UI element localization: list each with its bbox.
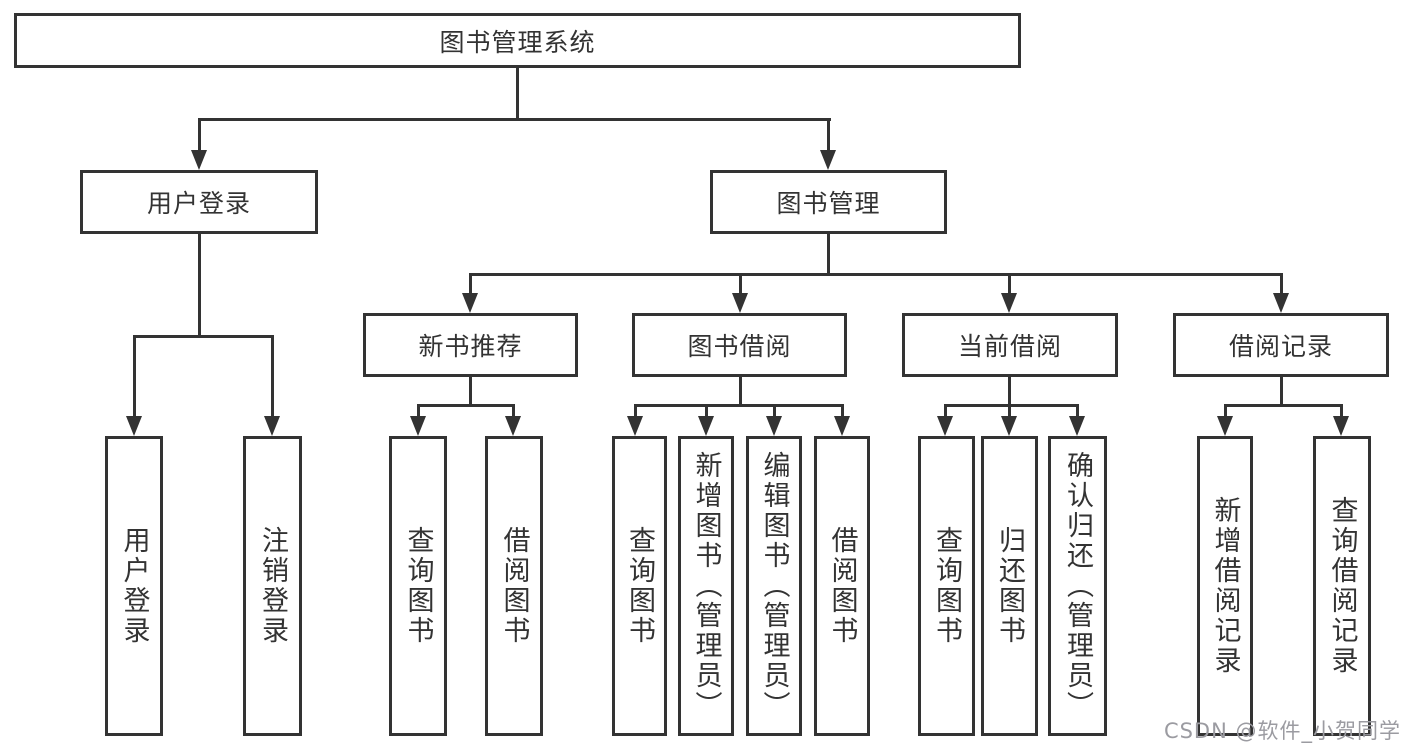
connector-line bbox=[841, 404, 844, 418]
leaf-label: 编辑图书（管理员） bbox=[758, 451, 790, 721]
leaf-label: 注销登录 bbox=[257, 526, 288, 646]
arrow-down-icon bbox=[937, 416, 953, 436]
connector-line bbox=[1008, 404, 1011, 418]
arrow-down-icon bbox=[1001, 416, 1017, 436]
leaf-label: 确认归还（管理员） bbox=[1062, 451, 1093, 721]
connector-line bbox=[512, 404, 515, 418]
arrow-down-icon bbox=[191, 150, 207, 170]
connector-line bbox=[516, 68, 519, 118]
node-book-borrow: 图书借阅 bbox=[632, 313, 847, 377]
leaf-query-borrow-record: 查询借阅记录 bbox=[1313, 436, 1371, 736]
connector-line bbox=[827, 234, 830, 275]
arrow-down-icon bbox=[1273, 293, 1289, 313]
leaf-label: 查询图书 bbox=[624, 526, 655, 646]
leaf-label: 查询图书 bbox=[402, 526, 434, 646]
connector-line bbox=[1224, 404, 1342, 407]
connector-line bbox=[469, 273, 472, 297]
connector-line bbox=[417, 404, 515, 407]
connector-line bbox=[1008, 273, 1011, 297]
connector-line bbox=[705, 404, 708, 418]
arrow-down-icon bbox=[834, 416, 850, 436]
connector-line bbox=[271, 335, 274, 418]
connector-line bbox=[469, 377, 472, 407]
leaf-return-books: 归还图书 bbox=[981, 436, 1038, 736]
connector-line bbox=[469, 273, 1283, 276]
arrow-down-icon bbox=[410, 416, 426, 436]
connector-line bbox=[417, 404, 420, 418]
connector-line bbox=[1076, 404, 1079, 418]
arrow-down-icon bbox=[462, 293, 478, 313]
arrow-down-icon bbox=[264, 416, 280, 436]
csdn-watermark: CSDN @软件_小贺同学 bbox=[1163, 719, 1401, 743]
node-root-library-system: 图书管理系统 bbox=[14, 13, 1021, 68]
connector-line bbox=[944, 404, 947, 418]
arrow-down-icon bbox=[627, 416, 643, 436]
connector-line bbox=[198, 234, 201, 335]
arrow-down-icon bbox=[505, 416, 521, 436]
node-book-management: 图书管理 bbox=[710, 170, 947, 234]
leaf-confirm-return-admin: 确认归还（管理员） bbox=[1048, 436, 1107, 736]
connector-line bbox=[739, 273, 742, 297]
leaf-logout: 注销登录 bbox=[243, 436, 302, 736]
leaf-label: 查询图书 bbox=[931, 526, 962, 646]
connector-line bbox=[944, 404, 1079, 407]
connector-line bbox=[739, 377, 742, 407]
node-borrow-records: 借阅记录 bbox=[1173, 313, 1389, 377]
leaf-query-books-current: 查询图书 bbox=[918, 436, 975, 736]
leaf-user-login: 用户登录 bbox=[105, 436, 163, 736]
arrow-down-icon bbox=[732, 293, 748, 313]
leaf-add-borrow-record: 新增借阅记录 bbox=[1197, 436, 1253, 736]
leaf-label: 借阅图书 bbox=[498, 526, 530, 646]
leaf-label: 新增借阅记录 bbox=[1209, 496, 1241, 676]
arrow-down-icon bbox=[698, 416, 714, 436]
leaf-label: 归还图书 bbox=[994, 526, 1025, 646]
connector-line bbox=[133, 335, 136, 418]
node-current-borrow: 当前借阅 bbox=[902, 313, 1118, 377]
leaf-label: 用户登录 bbox=[118, 526, 150, 646]
connector-line bbox=[634, 404, 637, 418]
leaf-edit-books-admin: 编辑图书（管理员） bbox=[746, 436, 802, 736]
connector-line bbox=[198, 118, 201, 152]
arrow-down-icon bbox=[820, 150, 836, 170]
connector-line bbox=[634, 404, 844, 407]
connector-line bbox=[1280, 377, 1283, 407]
connector-line bbox=[198, 118, 831, 121]
connector-line bbox=[827, 118, 830, 152]
connector-line bbox=[1340, 404, 1343, 418]
leaf-label: 新增图书（管理员） bbox=[690, 451, 722, 721]
arrow-down-icon bbox=[126, 416, 142, 436]
arrow-down-icon bbox=[1333, 416, 1349, 436]
arrow-down-icon bbox=[1001, 293, 1017, 313]
connector-line bbox=[1008, 377, 1011, 407]
leaf-borrow-books: 借阅图书 bbox=[814, 436, 870, 736]
arrow-down-icon bbox=[1069, 416, 1085, 436]
connector-line bbox=[773, 404, 776, 418]
leaf-label: 查询借阅记录 bbox=[1326, 496, 1358, 676]
leaf-borrow-books-recommend: 借阅图书 bbox=[485, 436, 543, 736]
connector-line bbox=[1280, 273, 1283, 297]
connector-line bbox=[133, 335, 274, 338]
leaf-query-books-recommend: 查询图书 bbox=[389, 436, 447, 736]
arrow-down-icon bbox=[1217, 416, 1233, 436]
leaf-label: 借阅图书 bbox=[826, 526, 858, 646]
leaf-query-books-borrow: 查询图书 bbox=[612, 436, 667, 736]
connector-line bbox=[1224, 404, 1227, 418]
arrow-down-icon bbox=[766, 416, 782, 436]
node-user-login-group: 用户登录 bbox=[80, 170, 318, 234]
leaf-add-books-admin: 新增图书（管理员） bbox=[678, 436, 734, 736]
node-new-book-recommend: 新书推荐 bbox=[363, 313, 578, 377]
